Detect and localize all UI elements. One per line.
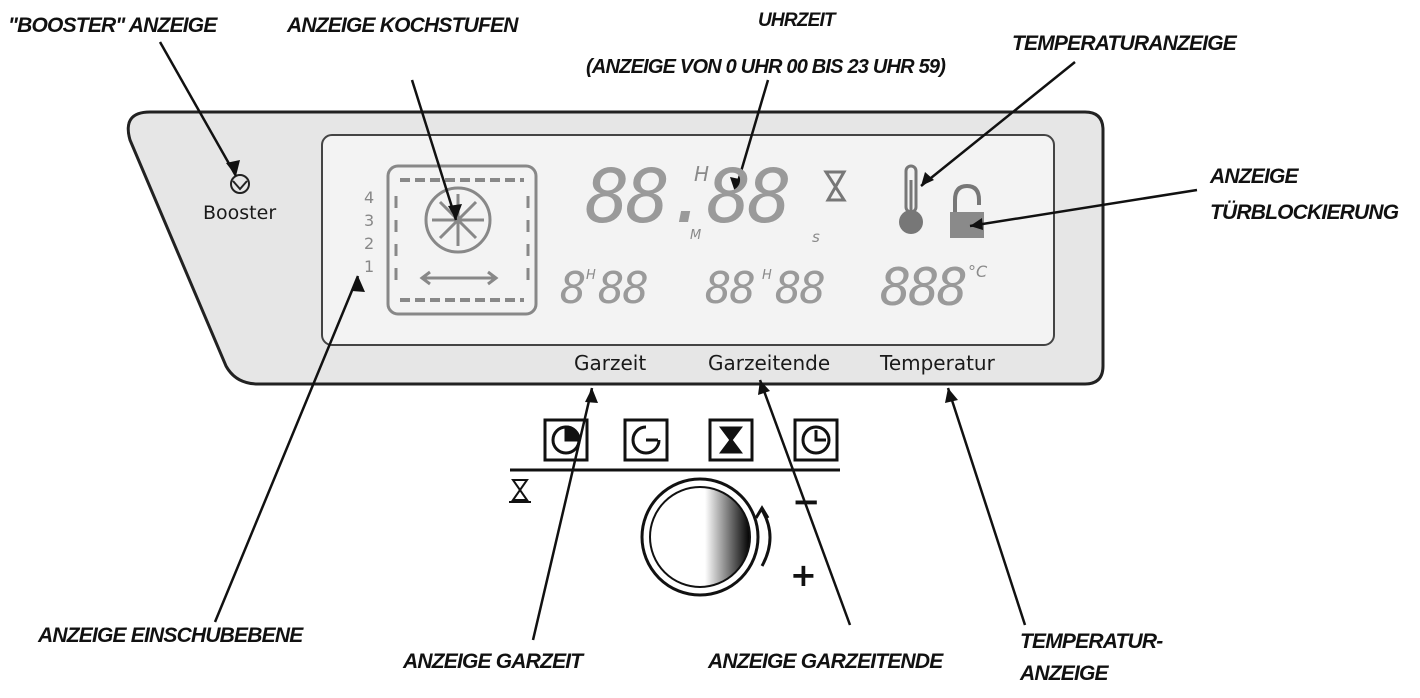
control-knob[interactable] [640,477,760,597]
temperature-unit: °C [968,262,988,281]
double-arrow-icon [419,270,499,286]
garzeit-digits-2: 88 [598,263,649,314]
callout-uhrzeit-range: (ANZEIGE VON 0 UHR 00 BIS 23 UHR 59) [586,56,946,78]
thermometer-icon [899,164,923,234]
fan-icon [424,186,492,254]
clock-digits: 88.88 [585,154,792,240]
garzeit-h: H [586,268,596,283]
clock-m: M [690,228,702,243]
label-garzeitende: Garzeitende [708,351,831,375]
label-garzeit: Garzeit [574,351,647,375]
callout-garzeitende: ANZEIGE GARZEITENDE [708,650,943,673]
ende-digits-2: 88 [775,263,826,314]
leader-lines [158,41,1198,641]
callout-temp-line1: TEMPERATUR- [1020,630,1163,653]
minus-sign: − [792,482,821,522]
hourglass-icon [823,170,847,202]
small-hourglass-icon [509,479,531,503]
clock-s: s [812,228,820,246]
callout-tuer-line2: TÜRBLOCKIERUNG [1210,201,1399,224]
plus-sign: + [790,556,817,594]
label-temperatur: Temperatur [880,351,995,375]
timer-button[interactable] [708,418,754,462]
mode-buttons [543,418,839,462]
level-4: 4 [364,188,375,207]
callout-uhrzeit: UHRZEIT [758,10,836,31]
callout-temperaturanzeige: TEMPERATURANZEIGE [1012,32,1237,55]
level-1: 1 [364,257,375,276]
cook-time-button[interactable] [543,418,589,462]
clock-button[interactable] [793,418,839,462]
clock-h: H [694,162,710,186]
booster-icon [230,174,250,194]
ende-h: H [762,268,772,283]
callout-kochstufen: ANZEIGE KOCHSTUFEN [287,14,518,37]
callout-garzeit: ANZEIGE GARZEIT [403,650,583,673]
level-3: 3 [364,211,375,230]
oven-cavity-icon [386,164,538,316]
arrow-heads [226,160,983,403]
level-numbers: 4 3 2 1 [364,186,378,278]
callout-temp-line2: ANZEIGE [1020,662,1109,685]
lcd-display [321,134,1055,346]
callout-tuer-line1: ANZEIGE [1210,165,1299,188]
rotation-arrow-icon [754,505,772,567]
callout-booster: "BOOSTER" ANZEIGE [8,14,217,37]
booster-label: Booster [203,202,277,224]
end-time-button[interactable] [623,418,669,462]
temperature-digits: 888 [880,258,968,318]
callout-einschubebene: ANZEIGE EINSCHUBEBENE [38,624,303,647]
level-2: 2 [364,234,375,253]
garzeit-digits: 8 [560,263,587,314]
ende-digits: 88 [705,263,756,314]
